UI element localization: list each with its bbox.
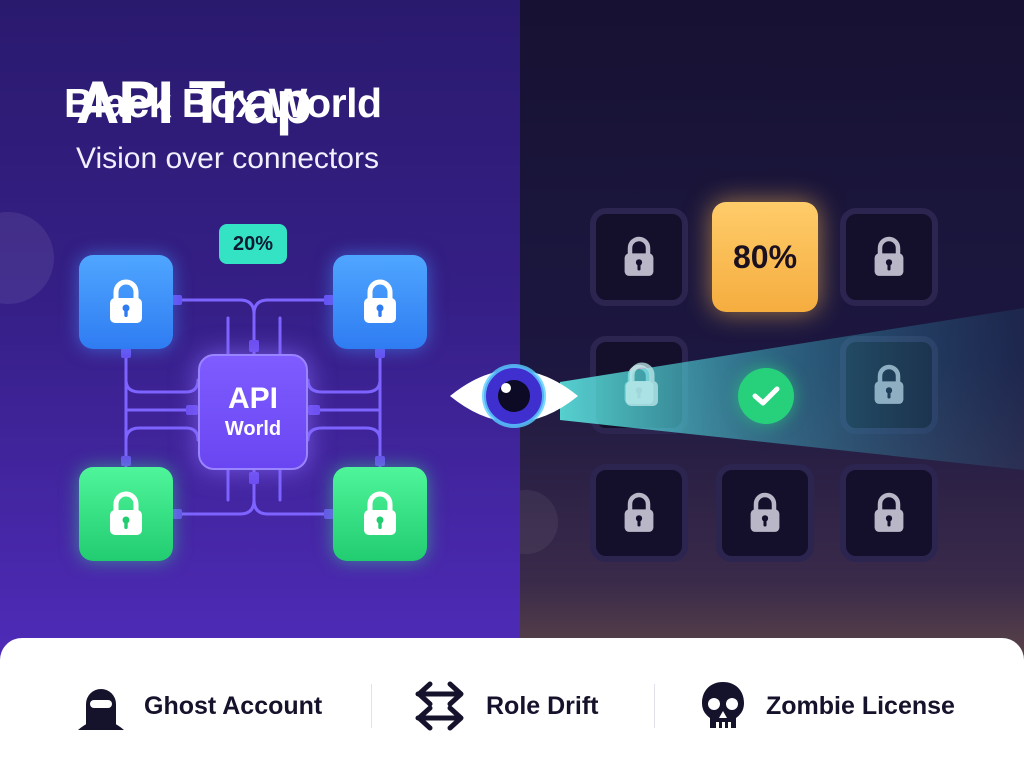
api-world-line2: World [224, 418, 282, 440]
legend-role-drift: Role Drift [414, 680, 599, 732]
legend-label: Ghost Account [144, 691, 323, 720]
connector-network [121, 295, 385, 519]
lock-icon [624, 492, 654, 532]
swap-arrows-icon [415, 681, 464, 731]
locked-api-tile [79, 467, 173, 561]
black-box-tile [590, 208, 688, 306]
divider [654, 684, 655, 728]
lock-icon [874, 236, 904, 276]
locked-api-tile [79, 255, 173, 349]
black-box-tile [716, 464, 814, 562]
lock-icon [750, 492, 780, 532]
lock-icon [110, 491, 142, 535]
lock-icon [624, 236, 654, 276]
eye-icon [450, 364, 578, 428]
left-subtitle: Vision over connectors [76, 142, 379, 175]
locked-api-tile [333, 255, 427, 349]
divider [371, 684, 372, 728]
legend-zombie-license: Zombie License [700, 680, 955, 732]
lock-icon [364, 491, 396, 535]
black-box-tile [840, 464, 938, 562]
black-box-tile [590, 464, 688, 562]
verified-check-icon [738, 368, 794, 424]
vision-beam [560, 308, 1024, 470]
lock-icon [110, 279, 142, 323]
locked-api-tile [333, 467, 427, 561]
legend-ghost-account: Ghost Account [78, 680, 322, 732]
right-title: Black Box World [64, 80, 382, 126]
api-world-box: API World [198, 354, 308, 470]
visible-share-badge: 80% [712, 202, 818, 312]
api-share-badge: 20% [219, 224, 287, 264]
legend-label: Role Drift [486, 691, 599, 720]
left-title: API Trap [76, 69, 312, 136]
lock-icon [874, 492, 904, 532]
ghost-account-icon [78, 689, 124, 730]
api-world-line1: API [227, 382, 278, 415]
lock-icon [364, 279, 396, 323]
skull-icon [702, 682, 744, 728]
risk-legend-bar [0, 638, 1024, 768]
black-box-tile [840, 208, 938, 306]
legend-label: Zombie License [766, 691, 955, 720]
